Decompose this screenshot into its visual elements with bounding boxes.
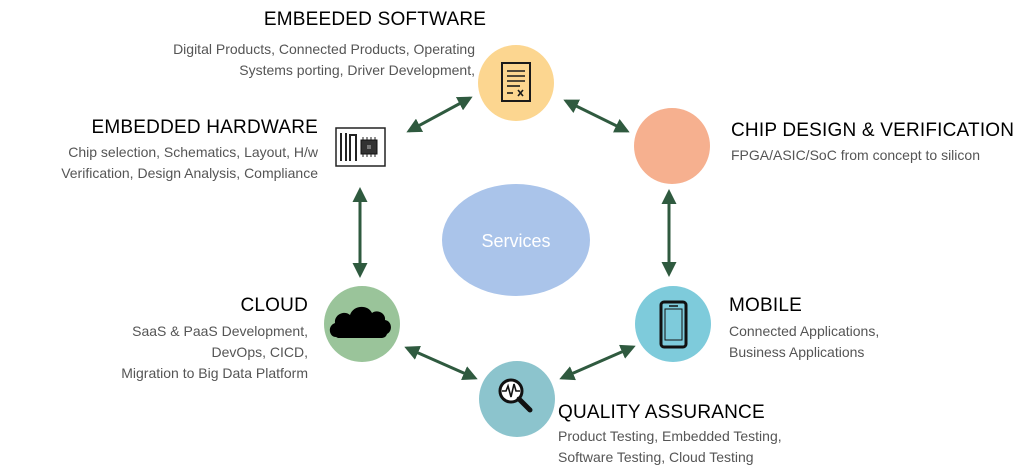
chip-design-title: CHIP DESIGN & VERIFICATION (731, 120, 1015, 141)
quality-assurance-line: Software Testing, Cloud Testing (558, 449, 754, 465)
quality-assurance-line: Product Testing, Embedded Testing, (558, 428, 782, 444)
mobile-desc: Connected Applications, Business Applica… (729, 321, 989, 363)
cloud-line: Migration to Big Data Platform (121, 365, 308, 381)
arrow-software-hardware (406, 96, 473, 133)
chip-design-circle (634, 108, 710, 184)
services-circle (442, 184, 590, 296)
services-label: Services (481, 230, 551, 251)
chip-design-desc: FPGA/ASIC/SoC from concept to silicon (731, 145, 1021, 166)
chip-design-block: CHIP DESIGN & VERIFICATION FPGA/ASIC/SoC… (731, 120, 1021, 166)
mobile-line: Business Applications (729, 344, 865, 360)
embedded-hardware-title: EMBEDDED HARDWARE (91, 117, 318, 138)
mobile-block: MOBILE Connected Applications, Business … (729, 295, 989, 363)
connector-arrows (352, 96, 677, 381)
arrow-mobile-qa (559, 344, 636, 381)
quality-assurance-block: QUALITY ASSURANCE Product Testing, Embed… (558, 402, 858, 468)
smartphone-icon (659, 300, 688, 349)
magnifier-chart-icon (498, 378, 533, 413)
mobile-title: MOBILE (729, 295, 802, 316)
embedded-software-line: Digital Products, Connected Products, Op… (173, 41, 475, 57)
cloud-desc: SaaS & PaaS Development, DevOps, CICD, M… (60, 321, 308, 384)
embedded-hardware-line: Verification, Design Analysis, Complianc… (61, 165, 318, 181)
cloud-line: DevOps, CICD, (211, 344, 308, 360)
quality-assurance-title: QUALITY ASSURANCE (558, 402, 765, 423)
circuit-board-icon (335, 127, 386, 167)
quality-assurance-desc: Product Testing, Embedded Testing, Softw… (558, 426, 858, 468)
embedded-software-title: EMBEEDED SOFTWARE (263, 9, 487, 30)
cloud-line: SaaS & PaaS Development, (132, 323, 308, 339)
mobile-line: Connected Applications, (729, 323, 880, 339)
embedded-hardware-block: EMBEDDED HARDWARE Chip selection, Schema… (10, 117, 318, 184)
cloud-block: CLOUD SaaS & PaaS Development, DevOps, C… (60, 295, 308, 384)
arrow-cloud-qa (404, 345, 478, 381)
chip-design-line: FPGA/ASIC/SoC from concept to silicon (731, 147, 980, 163)
embedded-hardware-line: Chip selection, Schematics, Layout, H/w (68, 144, 318, 160)
embedded-software-line: Systems porting, Driver Development, (239, 62, 475, 78)
arrow-software-chip (563, 99, 630, 133)
embedded-hardware-desc: Chip selection, Schematics, Layout, H/w … (10, 142, 318, 184)
embedded-software-desc: Digital Products, Connected Products, Op… (125, 39, 475, 81)
embedded-software-block: EMBEEDED SOFTWARE (230, 9, 486, 31)
document-icon (501, 62, 531, 102)
cloud-title: CLOUD (240, 295, 308, 316)
cloud-icon (329, 306, 391, 338)
